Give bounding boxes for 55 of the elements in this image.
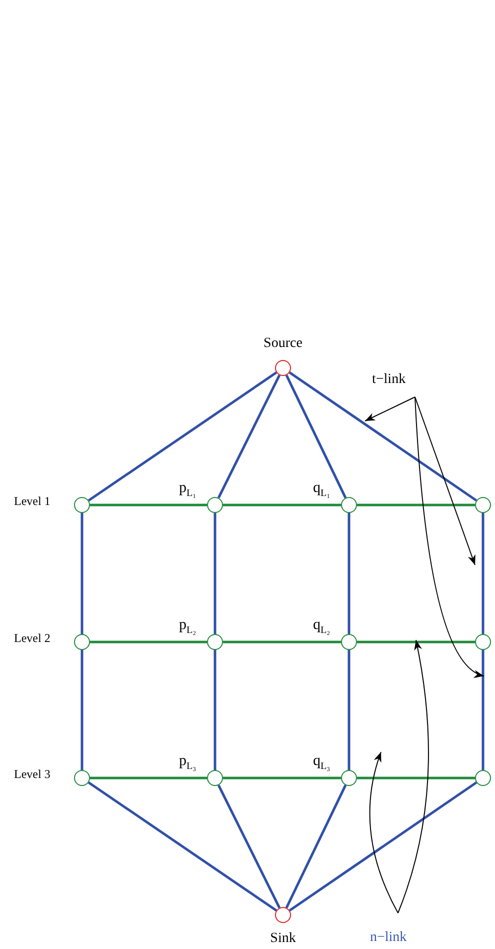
- circle-node: [207, 634, 223, 650]
- circle-node: [207, 770, 223, 786]
- graph-edge: [288, 781, 478, 912]
- circle-node: [475, 634, 491, 650]
- circle-node: [74, 634, 90, 650]
- graph-edge: [90, 640, 207, 644]
- node-tag: p$_{L₃}$: [179, 753, 196, 775]
- graph-edge: [285, 784, 347, 908]
- node-label: Sink: [269, 931, 297, 947]
- graph-edge: [482, 650, 484, 770]
- circle-node: [74, 770, 90, 786]
- graph-edge: [88, 781, 278, 912]
- node-tag: q$_{L₃}$: [313, 753, 330, 775]
- leader-line: [398, 640, 429, 914]
- graph-edge: [357, 640, 475, 644]
- node-tag: q$_{L₁}$: [313, 480, 330, 502]
- graph-edge: [223, 504, 341, 506]
- graph-edge: [214, 650, 216, 770]
- graph-edge: [217, 784, 281, 908]
- node-tag: q$_{L₂}$: [313, 617, 330, 639]
- leader-line: [414, 396, 484, 676]
- graph-edge: [288, 371, 478, 502]
- graph-edge: [348, 513, 350, 634]
- row-label: Level 3: [14, 766, 50, 783]
- graph-edge: [348, 650, 350, 770]
- graph-edge: [357, 776, 475, 780]
- circle-node: [341, 770, 357, 786]
- node-label: Source: [262, 336, 304, 352]
- node-tag: p$_{L₂}$: [179, 617, 196, 639]
- graph-edge: [217, 374, 281, 498]
- row-label: Level 2: [14, 630, 50, 647]
- graph-edge: [90, 776, 207, 780]
- graph-edge: [223, 640, 341, 644]
- graph-edge: [285, 374, 347, 498]
- graph-edge: [214, 513, 216, 634]
- graph-edge: [88, 371, 278, 502]
- graph-edge: [80, 650, 84, 770]
- graph-edge: [357, 504, 475, 506]
- circle-node: [341, 497, 357, 513]
- callout-label: t−link: [372, 372, 406, 388]
- graph-edge: [90, 504, 207, 506]
- circle-node: [475, 497, 491, 513]
- circle-node: [74, 497, 90, 513]
- graph-edge: [482, 513, 484, 634]
- callout-label: n−link: [370, 930, 407, 946]
- leader-line: [414, 396, 476, 566]
- circle-node: [207, 497, 223, 513]
- graph-edge: [223, 776, 341, 780]
- circle-node: [475, 770, 491, 786]
- row-label: Level 1: [14, 493, 50, 510]
- leader-line: [369, 752, 398, 914]
- graph-edge: [80, 513, 84, 634]
- leader-line: [364, 396, 416, 422]
- circle-node: [341, 634, 357, 650]
- node-tag: p$_{L₁}$: [179, 480, 196, 502]
